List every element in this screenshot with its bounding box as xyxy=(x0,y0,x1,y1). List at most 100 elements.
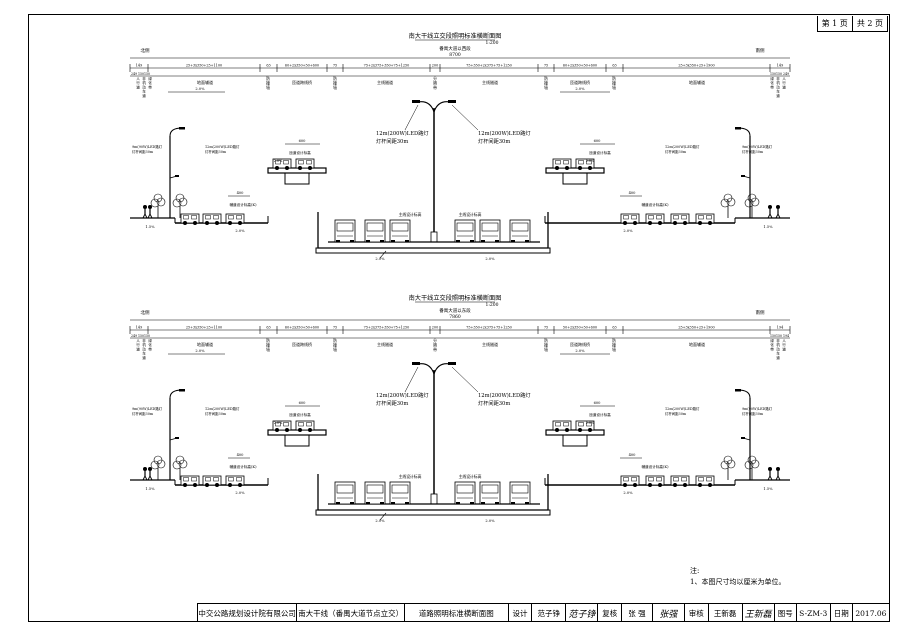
lamp-annotation: 12m(200W)LED路灯 xyxy=(205,144,240,149)
dim-row2-value: 249 xyxy=(131,334,137,338)
dim-600-label: 600 xyxy=(299,139,307,143)
dim-400-label: 400 xyxy=(237,191,245,195)
tunnel-level-label: 主线设计标高 xyxy=(459,212,482,217)
dim-row1-value: 25+3x350+25+1100 xyxy=(186,64,222,68)
aux-road-car xyxy=(695,475,715,488)
lamp-annotation: 灯杆间距30m xyxy=(665,411,687,416)
side-label: 道 xyxy=(782,84,786,89)
side-label: 绿 xyxy=(770,338,774,343)
side-lamp-head xyxy=(179,389,185,392)
dim-row2-value: 150 xyxy=(776,72,782,76)
left-side-label: 北侧 xyxy=(141,309,150,316)
central-lamp-arm xyxy=(433,363,451,375)
designer-name: 范子铮 xyxy=(532,604,567,622)
dim-400-label: 400 xyxy=(629,453,637,457)
slope-label: 1.5% xyxy=(145,225,155,229)
ramp-level-label: 辅道设计标高(K) xyxy=(229,202,257,207)
tunnel-slab xyxy=(315,509,551,516)
segment-label: 主线隧道 xyxy=(482,341,498,347)
segment-label: 墙 xyxy=(544,347,548,352)
central-lamp-head xyxy=(412,362,420,365)
tunnel-level-label: 主线设计标高 xyxy=(459,474,482,479)
right-ramp-bridge xyxy=(545,167,605,174)
central-lamp-annotation: 12m(200W)LED路灯 xyxy=(478,391,531,399)
lamp-annotation: 灯杆间距30m xyxy=(205,149,227,154)
slope-label: 2.0% xyxy=(274,421,283,425)
leader-line xyxy=(451,104,479,131)
segment-label: 匝道跨线桥 xyxy=(570,79,590,85)
lamp-annotation: 9m(90W)LED路灯 xyxy=(742,144,773,149)
side-label: 道 xyxy=(782,346,786,351)
side-label: 人 xyxy=(136,76,140,81)
notes-block: 注: 1、本图尺寸均以厘米为单位。 xyxy=(690,566,785,588)
segment-label: 墙 xyxy=(612,85,616,90)
side-label: 行 xyxy=(136,342,140,347)
tunnel-bus xyxy=(454,481,476,505)
segment-label: 带 xyxy=(433,85,437,90)
sheet-label: 图号 xyxy=(775,604,797,622)
lamp-annotation: 灯杆间距30m xyxy=(742,411,764,416)
dim-row1-value: 194 xyxy=(777,326,783,330)
side-label: 机 xyxy=(142,80,146,85)
pedestrian xyxy=(775,466,781,481)
tree xyxy=(150,193,166,219)
designer-signature: 范子铮 xyxy=(566,604,599,622)
side-label: 行 xyxy=(136,80,140,85)
segment-label: 匝道跨线桥 xyxy=(292,341,312,347)
slope-label: 2.0% xyxy=(235,491,245,495)
page-current: 第 1 页 xyxy=(818,16,853,31)
tunnel-bus xyxy=(364,481,386,505)
segment-label: 地面辅道 xyxy=(197,79,213,85)
slope-label: 1.5% xyxy=(145,487,155,491)
dim-row1-value: 60+2x350+50+600 xyxy=(285,326,319,330)
segment-label: 墙 xyxy=(333,347,337,352)
side-lamp-head xyxy=(735,389,741,392)
ramp-level-label: 辅道设计标高(K) xyxy=(229,464,257,469)
side-lamp-head2 xyxy=(741,175,745,177)
aux-road-car xyxy=(225,475,245,488)
drawing-frame xyxy=(28,14,890,622)
side-label: 绿 xyxy=(148,76,152,81)
side-label: 非 xyxy=(776,76,780,81)
lamp-annotation: 12m(200W)LED路灯 xyxy=(205,406,240,411)
segment-label: 带 xyxy=(433,347,437,352)
tunnel-bus xyxy=(334,219,356,243)
dim-row1-value: 25+3x350+25+1100 xyxy=(186,326,222,330)
aux-road-car xyxy=(180,213,200,226)
section-title: 南大干线立交段照明标准横断面图 xyxy=(409,32,502,40)
central-lamp-arm xyxy=(417,363,435,375)
segment-label: 墙 xyxy=(612,347,616,352)
dim-row1-value: 75+2x375+350+75+1250 xyxy=(364,64,410,68)
tunnel-bus xyxy=(364,219,386,243)
side-label: 道 xyxy=(136,84,140,89)
median xyxy=(430,231,438,243)
bridge-car xyxy=(295,420,315,433)
slope-label: 2.0% xyxy=(586,421,595,425)
side-label: 动 xyxy=(776,346,780,351)
dim-row1-value: 75 xyxy=(333,64,337,68)
central-lamp-arm xyxy=(417,101,435,113)
bridge-level-label: 匝道设计标高 xyxy=(289,412,311,417)
dim-row1-value: 75 xyxy=(544,326,548,330)
dim-row1-value: 63 xyxy=(612,64,616,68)
segment-label: 地面辅道 xyxy=(197,341,213,347)
side-lamp-head xyxy=(179,127,185,130)
right-bridge-pier xyxy=(562,173,588,185)
dim-row2-value: 150 xyxy=(138,334,144,338)
title-block: 中交公路规划设计院有限公司 南大干线（番禺大道节点立交） 道路照明标准横断面图 … xyxy=(197,603,890,622)
central-lamp-annotation: 12m(200W)LED路灯 xyxy=(478,129,531,137)
side-label: 化 xyxy=(770,80,774,85)
right-bridge-pier xyxy=(562,435,588,447)
tree xyxy=(720,193,736,219)
dim-row1-value: 63 xyxy=(266,326,270,330)
side-label: 道 xyxy=(776,93,780,98)
section-scale: 1:200 xyxy=(486,302,499,308)
lamp-annotation: 灯杆间距30m xyxy=(132,149,154,154)
dim-row1-value: 149 xyxy=(136,326,142,330)
left-bridge-pier xyxy=(284,173,310,185)
dim-row1-value: 60+2x350+50+600 xyxy=(563,64,597,68)
slope-label: 2.0% xyxy=(274,159,283,163)
side-label: 人 xyxy=(782,338,786,343)
overall-width: 7860 xyxy=(449,314,461,320)
tree xyxy=(720,455,736,481)
